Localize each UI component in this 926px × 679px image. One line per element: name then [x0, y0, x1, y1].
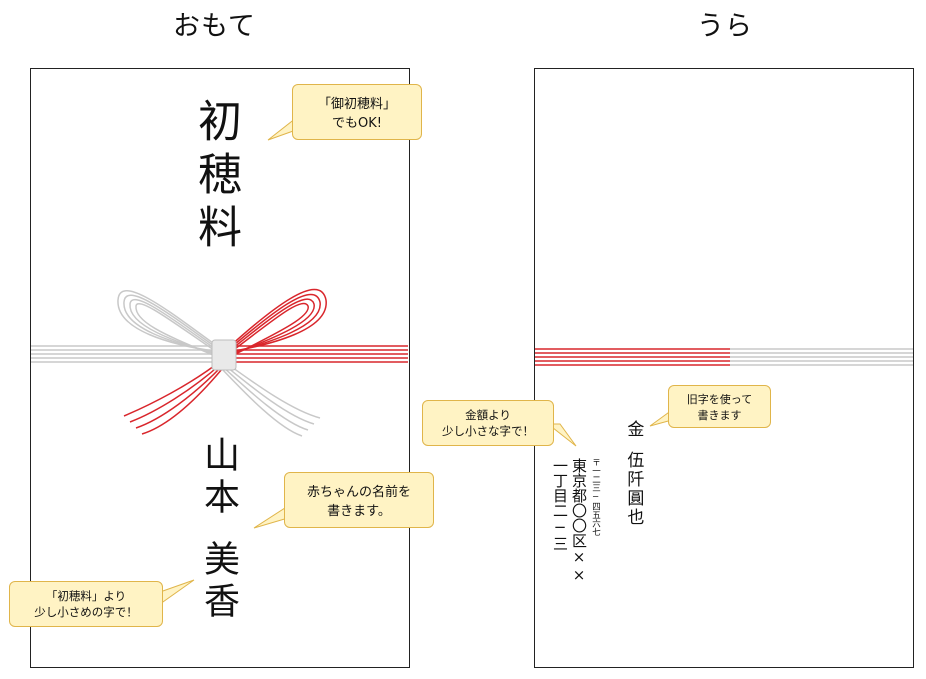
callout-title-alt: 「御初穂料」 でもOK! — [292, 84, 422, 140]
front-mizuhiki-knot — [211, 339, 237, 371]
back-envelope — [534, 68, 914, 668]
back-amount-value: 伍阡圓也 — [623, 451, 644, 527]
front-heading: おもて — [173, 11, 256, 42]
callout-tail-amount-size — [546, 423, 577, 447]
back-amount-label: 金 — [623, 420, 644, 437]
back-address-line1: 東京都〇〇区×× — [570, 458, 588, 584]
front-mizuhiki-red-bow — [123, 288, 327, 435]
callout-baby-name: 赤ちゃんの名前を 書きます。 — [284, 472, 434, 528]
front-name-given: 美香 — [198, 540, 239, 624]
front-mizuhiki-red-band — [236, 345, 408, 363]
callout-old-kanji: 旧字を使って 書きます — [668, 385, 771, 428]
callout-amount-size: 金額より 少し小さな字で！ — [422, 400, 554, 446]
callout-name-size: 「初穂料」より 少し小さめの字で！ — [9, 581, 163, 627]
back-heading: うら — [697, 11, 753, 42]
back-address-line2: 一丁目二−三 — [551, 458, 569, 551]
front-name-family: 山本 — [198, 436, 239, 520]
callout-tail-name-size — [159, 579, 195, 605]
callout-tail-baby-name — [253, 505, 289, 529]
back-mizuhiki-red-band — [535, 348, 730, 366]
back-postal-code: 〒一二三−四五六七 — [590, 458, 601, 536]
back-mizuhiki-silver-band — [730, 348, 913, 366]
front-mizuhiki-silver-band — [31, 345, 212, 363]
front-title: 初穂料 — [190, 98, 241, 257]
